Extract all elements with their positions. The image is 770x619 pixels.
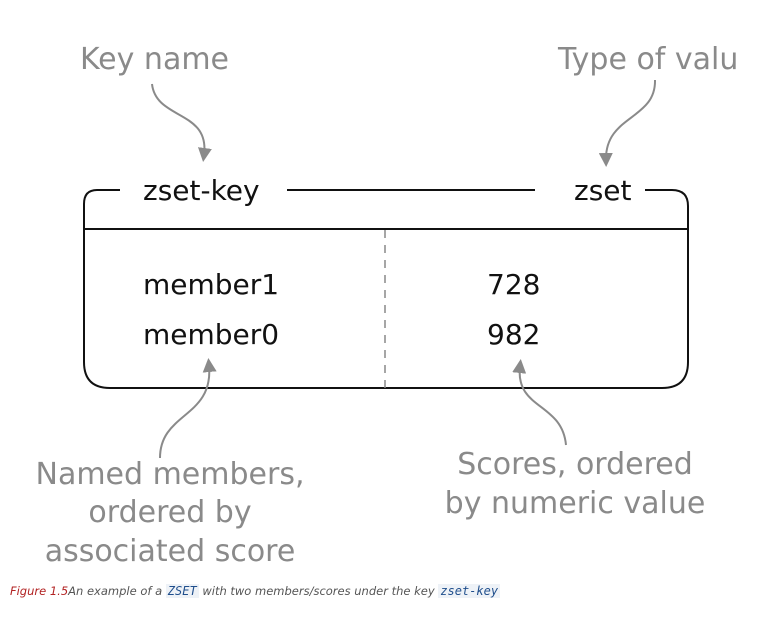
type-of-value-annotation: Type of valu bbox=[557, 42, 738, 77]
members-arrow bbox=[159, 358, 217, 459]
type-arrow bbox=[598, 79, 657, 167]
key-label: zset-key bbox=[143, 174, 260, 207]
score-0: 982 bbox=[487, 318, 540, 351]
svg-text:Scores, ordered: Scores, ordered bbox=[457, 447, 693, 482]
key-name-annotation: Key name bbox=[80, 42, 229, 77]
svg-text:by numeric value: by numeric value bbox=[445, 486, 706, 521]
zset-type-code: ZSET bbox=[165, 584, 199, 598]
member-0: member0 bbox=[143, 318, 279, 351]
key-name-arrow bbox=[151, 83, 212, 162]
score-1: 728 bbox=[487, 268, 540, 301]
type-label: zset bbox=[574, 174, 632, 207]
zset-key-code: zset-key bbox=[438, 584, 501, 598]
svg-text:associated score: associated score bbox=[45, 534, 296, 569]
scores-arrow bbox=[512, 359, 567, 446]
scores-annotation: Scores, ordered by numeric value bbox=[445, 447, 706, 521]
member-1: member1 bbox=[143, 268, 279, 301]
svg-text:ordered by: ordered by bbox=[88, 495, 251, 530]
caption-text-2: with two members/scores under the key bbox=[198, 584, 439, 598]
zset-box bbox=[83, 189, 689, 389]
figure-number: Figure 1.5 bbox=[10, 584, 69, 598]
members-annotation: Named members, ordered by associated sco… bbox=[36, 457, 305, 569]
svg-text:Named members,: Named members, bbox=[36, 457, 305, 492]
caption-text-1: An example of a bbox=[68, 584, 166, 598]
figure-caption: Figure 1.5An example of a ZSET with two … bbox=[10, 584, 501, 598]
